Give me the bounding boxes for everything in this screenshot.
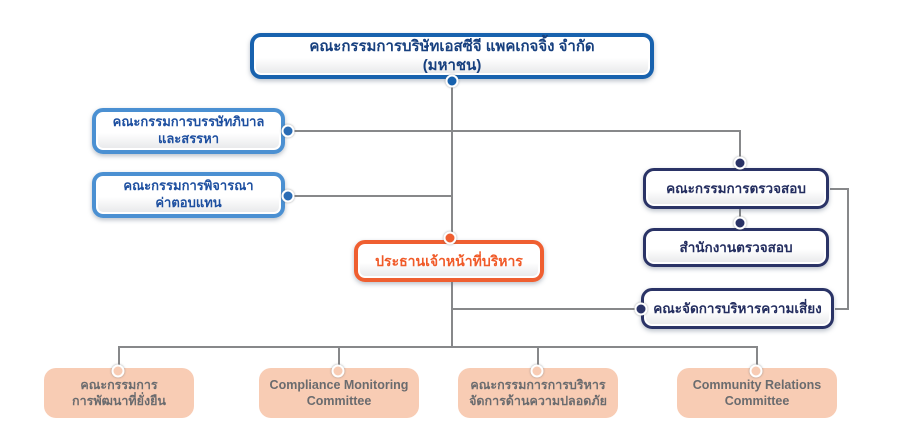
dot-audit-office-top (733, 216, 747, 230)
dot-sustainability-top (111, 364, 125, 378)
node-label-line: คณะกรรมการตรวจสอบ (666, 180, 806, 196)
connector-down-to-audit (739, 130, 741, 168)
connector-remuneration-row (286, 195, 453, 197)
node-community-relations-committee: Community Relations Committee (677, 368, 837, 418)
node-risk-management-committee: คณะจัดการบริหารความเสี่ยง (641, 288, 834, 329)
connector-risk-right-stub (835, 308, 849, 310)
dot-compliance-top (331, 364, 345, 378)
node-governance-nomination-committee: คณะกรรมการบรรษัทภิบาล และสรรหา (92, 108, 285, 154)
connector-bottom-row (118, 346, 758, 348)
node-label-line: Committee (724, 394, 790, 408)
connector-ceo-to-risk (452, 308, 642, 310)
connector-governance-row (286, 130, 741, 132)
dot-safety-top (530, 364, 544, 378)
node-label-line: คณะกรรมการการบริหาร (470, 377, 606, 392)
node-label-line: การพัฒนาที่ยั่งยืน (72, 394, 166, 408)
node-label-line: จัดการด้านความปลอดภัย (469, 394, 607, 408)
node-label-line: ประธานเจ้าหน้าที่บริหาร (375, 252, 523, 269)
dot-risk-left (634, 302, 648, 316)
connector-stub-community (756, 346, 758, 371)
dot-governance-right (281, 124, 295, 138)
connector-stub-sustainability (118, 346, 120, 371)
node-label-line: และสรรหา (157, 131, 220, 146)
node-ceo: ประธานเจ้าหน้าที่บริหาร (354, 240, 544, 282)
node-label-line: คณะกรรมการพิจารณา (123, 178, 254, 194)
connector-stub-safety (537, 346, 539, 371)
node-audit-committee: คณะกรรมการตรวจสอบ (643, 168, 829, 209)
dot-community-top (749, 364, 763, 378)
connector-ceo-to-bottom (451, 282, 453, 348)
node-label-line: Community Relations (692, 377, 822, 392)
node-label-line: คณะกรรมการ (80, 377, 158, 392)
node-label-line: คณะจัดการบริหารความเสี่ยง (653, 300, 822, 316)
node-label-line: ค่าตอบแทน (155, 195, 222, 210)
node-remuneration-committee: คณะกรรมการพิจารณา ค่าตอบแทน (92, 172, 285, 218)
dot-board-bottom (445, 74, 459, 88)
node-audit-office: สำนักงานตรวจสอบ (643, 228, 829, 267)
connector-stub-compliance (338, 346, 340, 371)
node-label-line: (มหาชน) (422, 57, 482, 74)
node-label-line: Compliance Monitoring (269, 377, 409, 392)
node-label-line: สำนักงานตรวจสอบ (679, 239, 793, 255)
connector-board-to-ceo (451, 79, 453, 240)
node-board-of-directors: คณะกรรมการบริษัทเอสซีจี แพคเกจจิ้ง จำกัด… (250, 33, 654, 79)
dot-audit-top (733, 156, 747, 170)
dot-remuneration-right (281, 189, 295, 203)
node-label-line: Committee (306, 394, 372, 408)
node-label-line: คณะกรรมการบรรษัทภิบาล (112, 114, 265, 130)
connector-audit-to-risk-vertical (847, 188, 849, 310)
node-label-line: คณะกรรมการบริษัทเอสซีจี แพคเกจจิ้ง จำกัด (309, 37, 595, 55)
dot-ceo-top (443, 231, 457, 245)
connector-audit-right-stub (830, 188, 849, 190)
